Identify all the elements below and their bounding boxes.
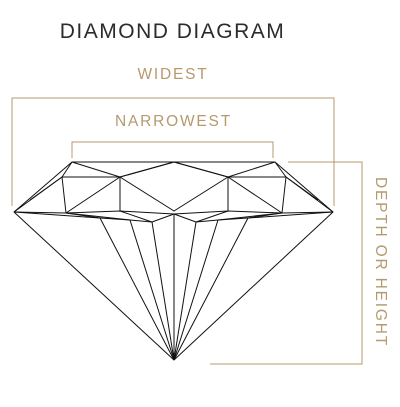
widest-label: WIDEST — [137, 66, 209, 83]
narrowest-bracket — [71, 141, 274, 158]
depth-bracket — [210, 161, 363, 365]
narrowest-label: NARROWEST — [115, 113, 232, 130]
widest-bracket — [11, 97, 335, 206]
diagram-title: DIAMOND DIAGRAM — [59, 20, 286, 43]
diamond-shape — [13, 161, 334, 361]
